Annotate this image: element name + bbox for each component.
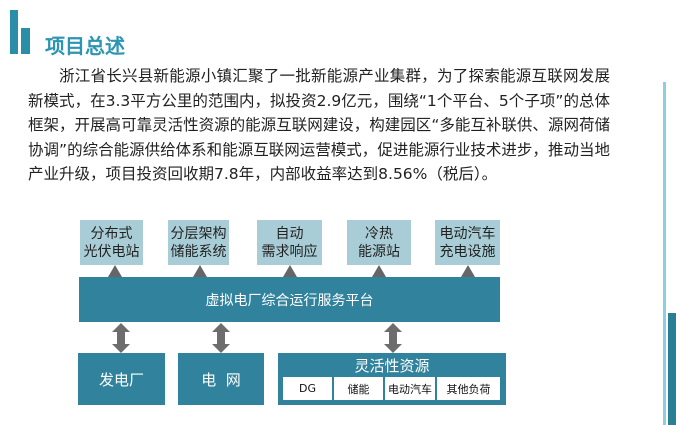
double-arrow-icon (212, 323, 230, 353)
power-plant-box: 发电厂 (78, 353, 165, 405)
title-accent-bar (21, 28, 30, 54)
top-box-storage: 分层架构 储能系统 (168, 220, 229, 265)
section-title: 项目总述 (45, 34, 125, 58)
up-arrow-icon (461, 265, 475, 277)
flexible-resources-label: 灵活性资源 (354, 357, 430, 375)
up-arrow-icon (283, 265, 297, 277)
flex-item-dg: DG (283, 377, 332, 400)
flex-item-storage: 储能 (334, 377, 383, 400)
grid-box: 电 网 (178, 353, 264, 405)
project-summary-paragraph: 浙江省长兴县新能源小镇汇聚了一批新能源产业集群，为了探索能源互联网发展新模式，在… (28, 67, 610, 183)
top-box-demand-response: 自动 需求响应 (257, 220, 322, 265)
side-divider (663, 82, 666, 425)
title-accent-bar (10, 10, 18, 54)
top-box-ev-charging: 电动汽车 充电设施 (435, 220, 500, 265)
top-box-pv: 分布式 光伏电站 (80, 220, 143, 265)
flex-item-ev: 电动汽车 (385, 377, 435, 400)
up-arrow-icon (193, 265, 207, 277)
up-arrow-icon (108, 265, 122, 277)
double-arrow-icon (384, 323, 402, 353)
vpp-platform-bar: 虚拟电厂综合运行服务平台 (79, 277, 500, 322)
double-arrow-icon (112, 323, 130, 353)
up-arrow-icon (372, 265, 386, 277)
side-accent-block (668, 313, 676, 425)
top-box-energy-station: 冷热 能源站 (347, 220, 411, 265)
flex-item-other-load: 其他负荷 (437, 377, 500, 400)
